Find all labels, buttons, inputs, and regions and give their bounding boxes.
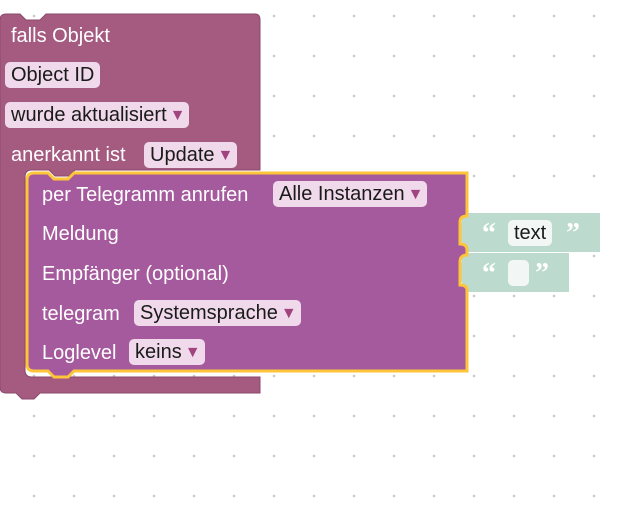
- dropdown-arrow-icon: ▼: [407, 186, 424, 203]
- open-quote-icon: “: [482, 218, 496, 249]
- open-quote-icon: “: [482, 258, 496, 289]
- trigger-dropdown[interactable]: wurde aktualisiert▼: [5, 102, 190, 128]
- instance-dropdown-value: Alle Instanzen: [279, 183, 405, 205]
- dropdown-arrow-icon: ▼: [169, 107, 186, 124]
- message-label: Meldung: [42, 223, 119, 245]
- dropdown-arrow-icon: ▼: [280, 305, 297, 322]
- dropdown-arrow-icon: ▼: [184, 344, 201, 361]
- dropdown-arrow-icon: ▼: [217, 147, 234, 164]
- recipient-text-input[interactable]: [508, 260, 529, 286]
- recipient-label: Empfänger (optional): [42, 263, 229, 285]
- trigger-dropdown-value: wurde aktualisiert: [11, 104, 167, 126]
- language-label: telegram: [42, 303, 120, 325]
- event-block-title: falls Objekt: [11, 25, 110, 47]
- language-dropdown-value: Systemsprache: [140, 302, 278, 324]
- loglevel-label: Loglevel: [42, 342, 117, 364]
- ack-dropdown[interactable]: Update▼: [144, 142, 238, 168]
- ack-dropdown-value: Update: [150, 144, 215, 166]
- ack-label: anerkannt ist: [11, 144, 126, 166]
- telegram-block-shape: [25, 171, 469, 379]
- close-quote-icon: ”: [566, 218, 580, 249]
- telegram-block-title: per Telegramm anrufen: [42, 184, 249, 206]
- language-dropdown[interactable]: Systemsprache▼: [134, 300, 301, 326]
- instance-dropdown[interactable]: Alle Instanzen▼: [273, 181, 428, 207]
- close-quote-icon: ”: [535, 258, 549, 289]
- message-text-input[interactable]: text: [508, 220, 553, 246]
- loglevel-dropdown-value: keins: [135, 341, 182, 363]
- loglevel-dropdown[interactable]: keins▼: [129, 339, 205, 365]
- object-id-field[interactable]: Object ID: [5, 62, 101, 88]
